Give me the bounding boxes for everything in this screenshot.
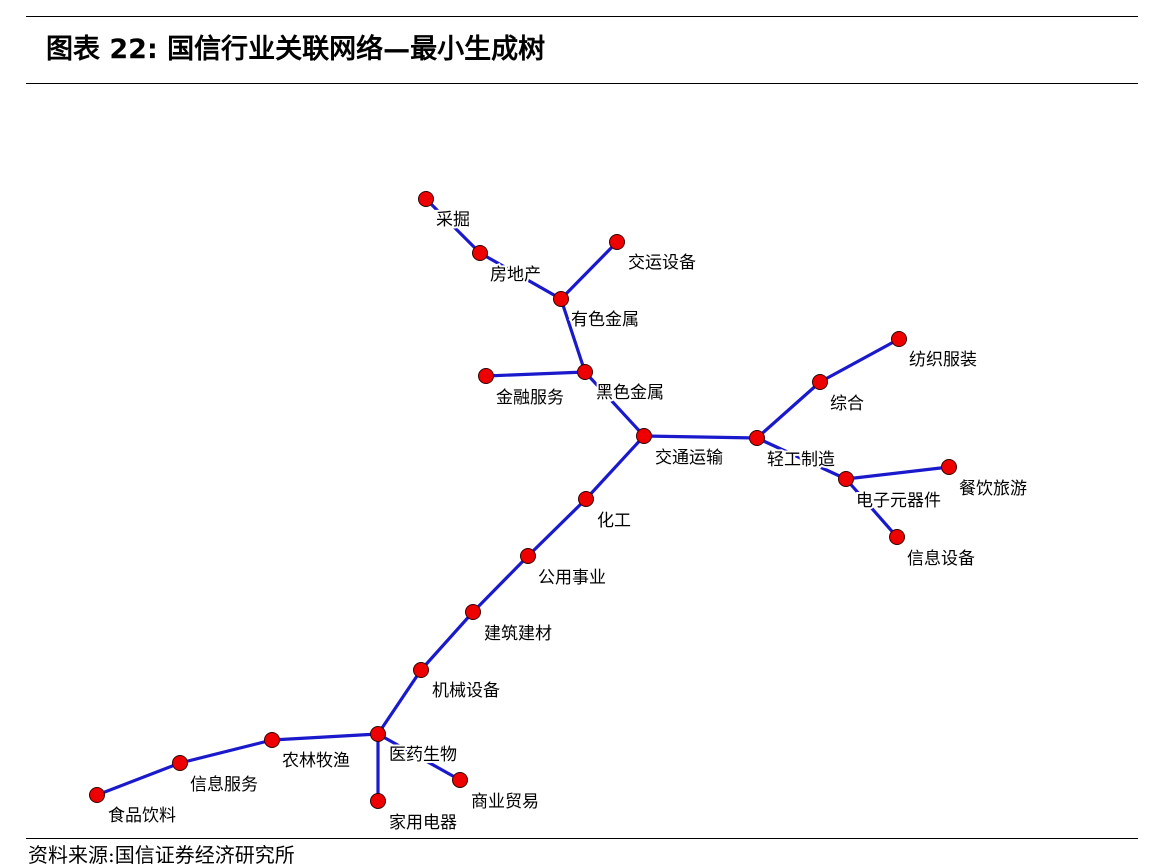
node-label-yousejinshu: 有色金属 (571, 310, 639, 330)
edge-fangdichan-yousejinshu (478, 251, 563, 301)
node-shangyemaoyi (452, 772, 468, 788)
node-yiyaoshengwu (370, 726, 386, 742)
node-jiayongdianqi (370, 793, 386, 809)
node-jixieshebei (413, 662, 429, 678)
nodes-layer (89, 191, 957, 809)
node-label-qinggongzhizao: 轻工制造 (767, 450, 835, 470)
node-gongyongshiye (520, 548, 536, 564)
node-label-xinxishebei: 信息设备 (907, 549, 975, 569)
node-jiaoyunshebei (609, 234, 625, 250)
edge-huagong-gongyongshiye (526, 497, 588, 558)
node-label-zonghe: 综合 (830, 394, 864, 414)
node-label-jiaoyunshebei: 交运设备 (628, 253, 696, 273)
node-huagong (578, 491, 594, 507)
bottom-rule (26, 838, 1138, 839)
node-label-fangzhifuzhuang: 纺织服装 (909, 350, 977, 370)
node-qinggongzhizao (749, 430, 765, 446)
edge-jinrongfuwu-heisejinshu (484, 370, 587, 378)
node-label-jianzhujiancai: 建筑建材 (484, 624, 552, 644)
node-label-heisejinshu: 黑色金属 (596, 383, 664, 403)
node-xinxishebei (889, 529, 905, 545)
figure-title: 图表 22: 国信行业关联网络—最小生成树 (46, 34, 546, 65)
node-heisejinshu (577, 364, 593, 380)
edge-xinxifuwu-shipinyinliao (95, 761, 182, 797)
node-label-gongyongshiye: 公用事业 (538, 568, 606, 588)
node-jinrongfuwu (478, 368, 494, 384)
node-canyinlvyou (941, 459, 957, 475)
edge-caijue-fangdichan (424, 197, 482, 255)
node-label-shipinyinliao: 食品饮料 (108, 806, 176, 826)
edge-yiyaoshengwu-shangyemaoyi (376, 732, 462, 782)
node-label-dianziyuanqijian: 电子元器件 (856, 491, 941, 511)
node-jianzhujiancai (465, 604, 481, 620)
edge-gongyongshiye-jianzhujiancai (471, 554, 530, 614)
node-label-xinxifuwu: 信息服务 (190, 775, 258, 795)
title-rule (26, 83, 1138, 84)
edge-qinggongzhizao-zonghe (755, 380, 822, 440)
edge-dianziyuanqijian-xinxishebei (844, 477, 899, 539)
edges-layer (95, 197, 951, 803)
node-zonghe (812, 374, 828, 390)
edge-jianzhujiancai-jixieshebei (419, 610, 475, 672)
edge-heisejinshu-jiaotongyunshu (583, 370, 646, 438)
node-label-nonglinmuyu: 农林牧渔 (282, 751, 350, 771)
node-xinxifuwu (172, 755, 188, 771)
node-yousejinshu (553, 291, 569, 307)
node-dianziyuanqijian (838, 471, 854, 487)
edge-zonghe-fangzhifuzhuang (818, 337, 901, 384)
node-label-fangdichan: 房地产 (490, 265, 541, 285)
node-label-huagong: 化工 (597, 511, 631, 531)
edge-jixieshebei-yiyaoshengwu (376, 668, 423, 736)
node-jiaotongyunshu (636, 428, 652, 444)
edge-jiaotongyunshu-huagong (584, 434, 646, 501)
node-nonglinmuyu (264, 732, 280, 748)
node-label-caijue: 采掘 (436, 210, 470, 230)
edge-yousejinshu-heisejinshu (559, 297, 587, 374)
edge-jiaoyunshebei-yousejinshu (559, 240, 619, 301)
node-label-jiayongdianqi: 家用电器 (389, 813, 457, 833)
node-caijue (418, 191, 434, 207)
node-shipinyinliao (89, 787, 105, 803)
edge-nonglinmuyu-xinxifuwu (178, 738, 274, 765)
node-label-jinrongfuwu: 金融服务 (496, 388, 564, 408)
node-label-canyinlvyou: 餐饮旅游 (959, 479, 1027, 499)
node-label-jiaotongyunshu: 交通运输 (655, 448, 723, 468)
edge-dianziyuanqijian-canyinlvyou (844, 465, 951, 481)
edge-qinggongzhizao-dianziyuanqijian (755, 436, 848, 481)
node-label-jixieshebei: 机械设备 (432, 681, 500, 701)
node-label-shangyemaoyi: 商业贸易 (471, 792, 539, 812)
top-rule (26, 16, 1138, 17)
node-label-yiyaoshengwu: 医药生物 (389, 745, 457, 765)
node-fangdichan (472, 245, 488, 261)
edge-jiaotongyunshu-qinggongzhizao (642, 434, 759, 440)
edge-yiyaoshengwu-nonglinmuyu (270, 732, 380, 742)
node-fangzhifuzhuang (891, 331, 907, 347)
figure-source: 资料来源:国信证券经济研究所 (28, 843, 295, 867)
